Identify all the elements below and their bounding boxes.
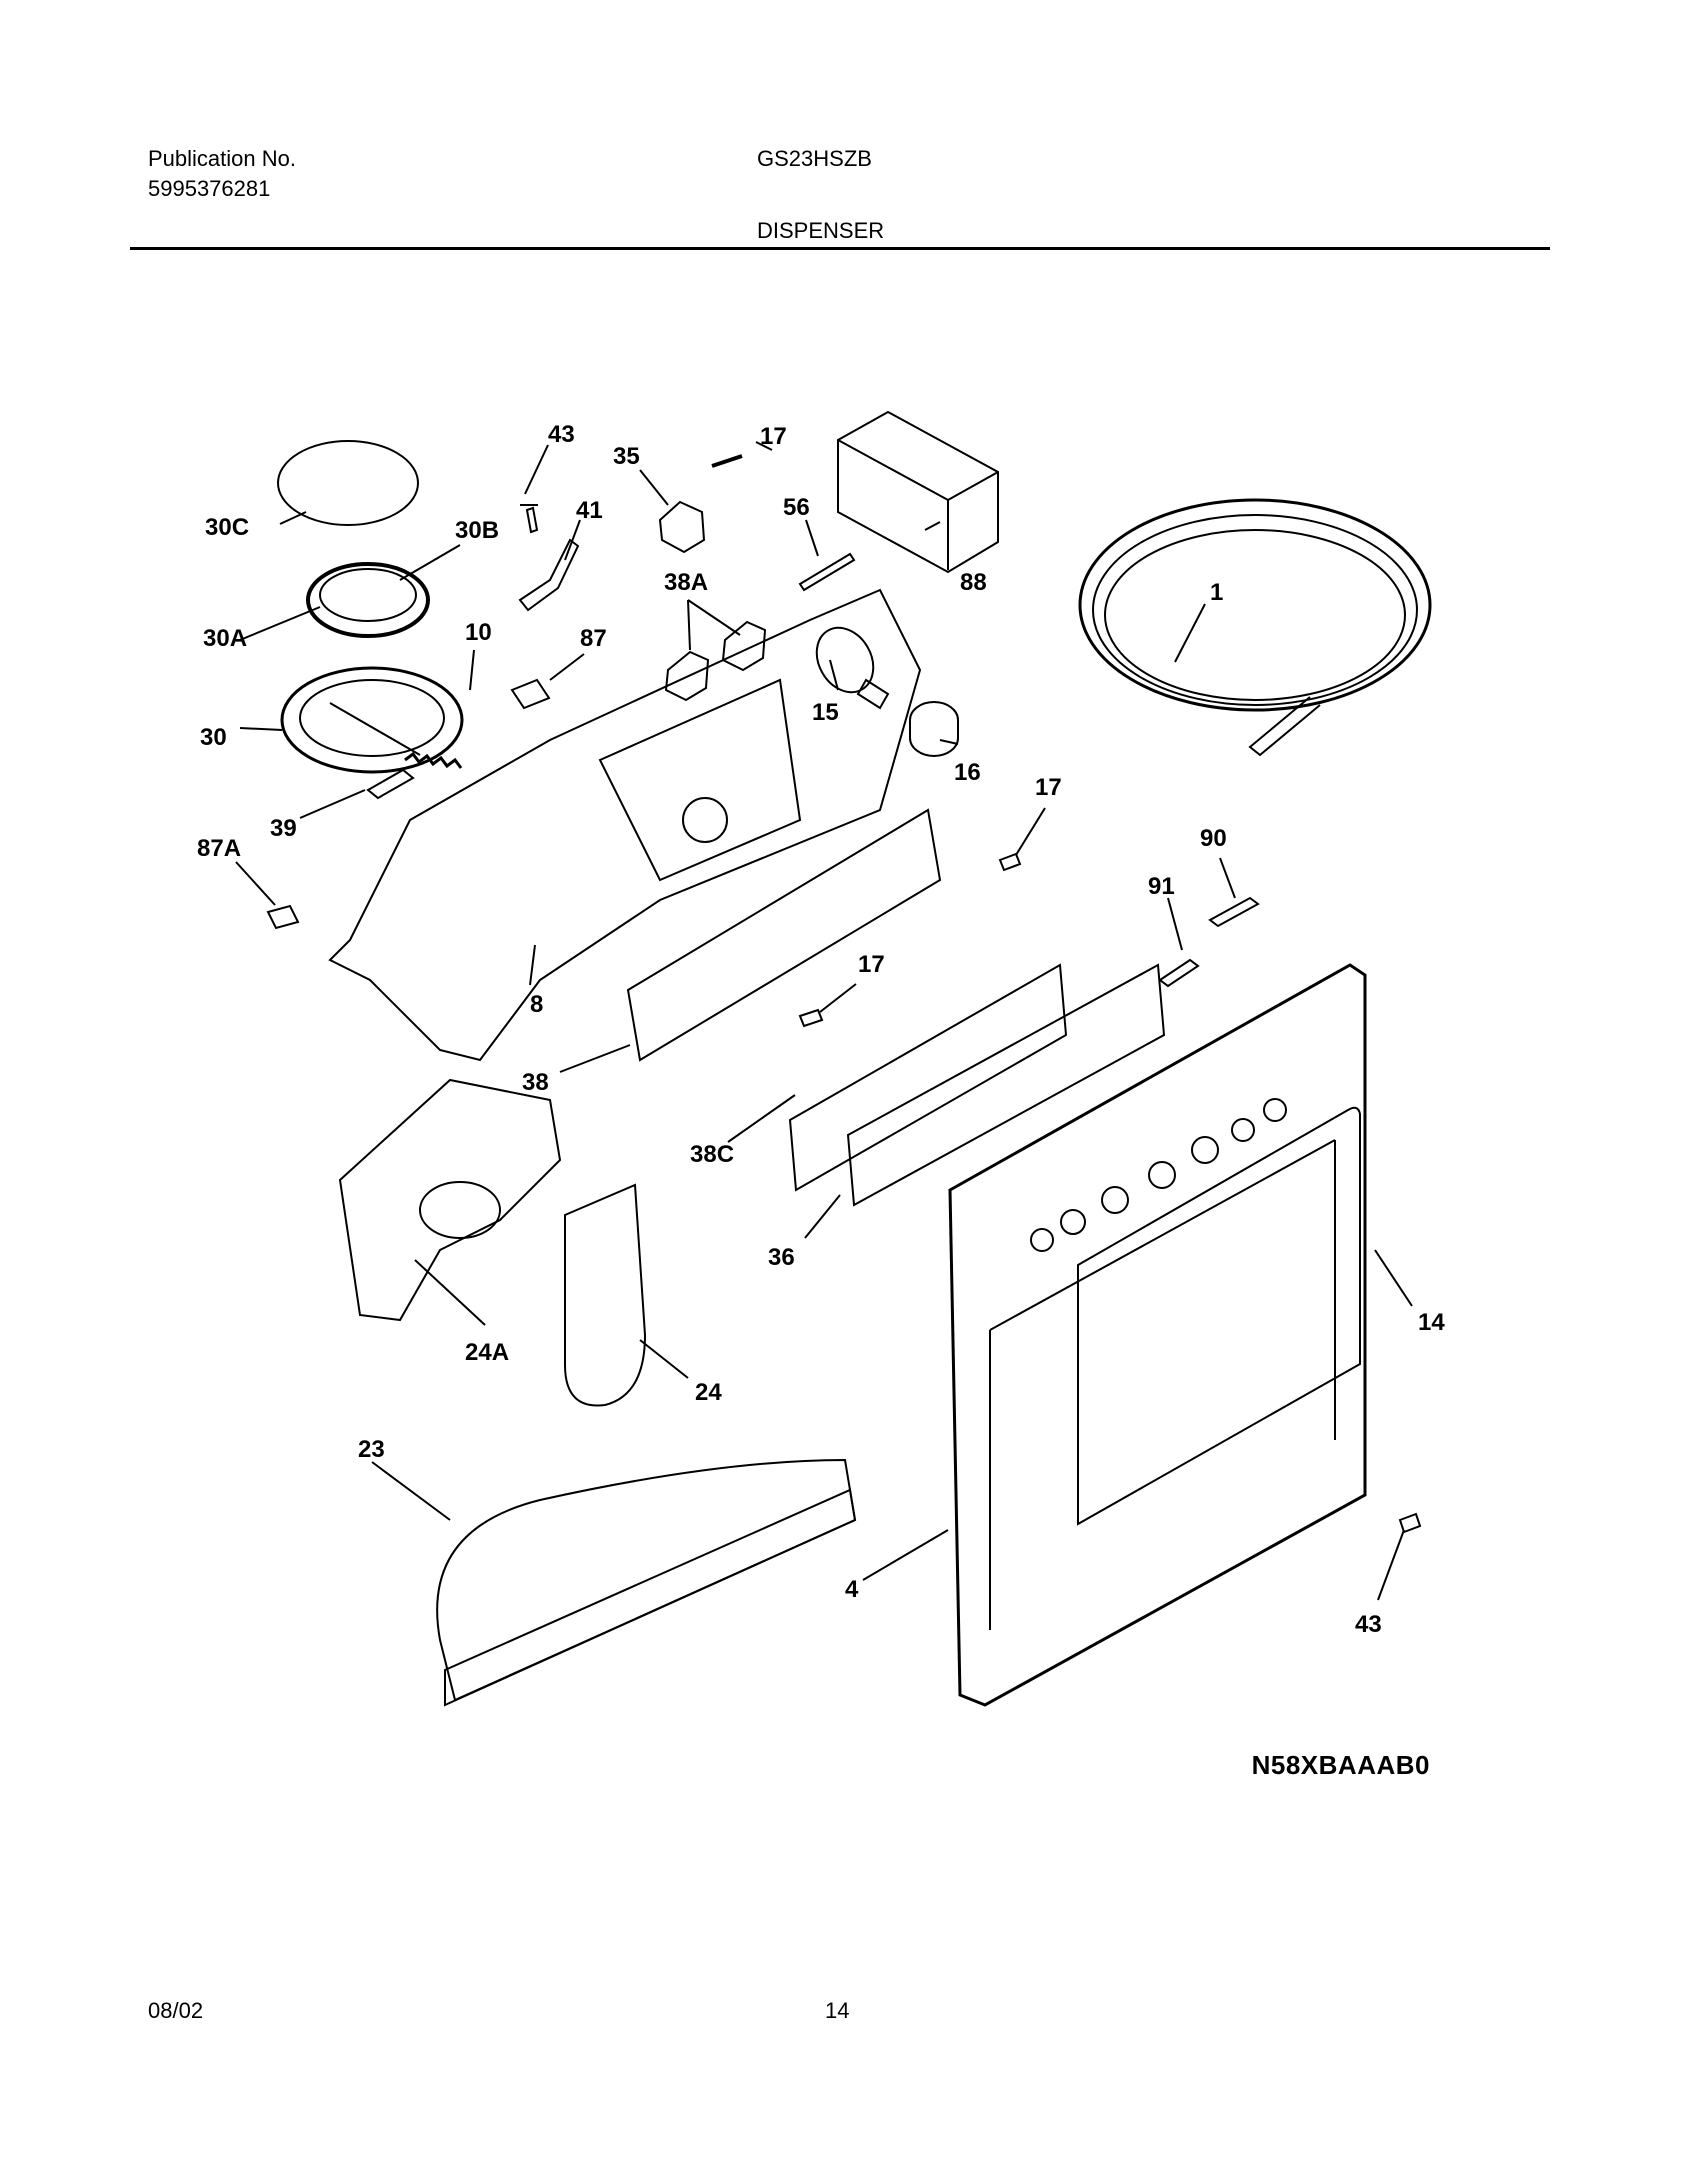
part-35-switch [658, 500, 706, 554]
callout-41: 41 [576, 497, 603, 524]
part-17-screw-lower [798, 1008, 824, 1028]
part-87-bracket [510, 678, 551, 710]
callout-15: 15 [812, 699, 839, 726]
callout-24a: 24A [465, 1339, 509, 1366]
part-30b-ring [319, 568, 417, 622]
callout-38a: 38A [664, 569, 708, 596]
model-number: GS23HSZB [757, 146, 872, 171]
part-36-board [846, 963, 1166, 1207]
callout-38: 38 [522, 1069, 549, 1096]
part-43-screw-top [520, 504, 539, 534]
part-14-panel [1077, 1106, 1361, 1526]
callout-87: 87 [580, 625, 607, 652]
callout-43-top: 43 [548, 421, 575, 448]
part-17-screw-mid [998, 852, 1022, 872]
callout-87a: 87A [197, 835, 241, 862]
part-17-screw-top [711, 454, 743, 468]
callout-39: 39 [270, 815, 297, 842]
callout-36: 36 [768, 1244, 795, 1271]
callout-90: 90 [1200, 825, 1227, 852]
callout-35: 35 [613, 443, 640, 470]
callout-24: 24 [695, 1379, 722, 1406]
part-56-screw [798, 552, 856, 592]
callout-17-top: 17 [760, 423, 787, 450]
part-39-pin [366, 768, 415, 800]
part-88-box [837, 410, 999, 574]
callout-30b: 30B [455, 517, 499, 544]
callout-17-mid: 17 [1035, 774, 1062, 801]
part-90-pin [1208, 896, 1260, 928]
diagram-code: N58XBAAAB0 [1251, 1750, 1430, 1780]
part-87a-clip [266, 904, 300, 930]
callout-30c: 30C [205, 514, 249, 541]
callout-1: 1 [1210, 579, 1223, 606]
callout-8: 8 [530, 991, 543, 1018]
section-title: DISPENSER [757, 218, 885, 243]
part-38a-switch-right [721, 620, 767, 672]
part-43-screw-bottom [1398, 1512, 1422, 1534]
header-rule [130, 247, 1550, 250]
callout-17-lower: 17 [858, 951, 885, 978]
part-4-frame [948, 963, 1367, 1707]
publication-number: 5995376281 [148, 176, 271, 201]
part-8-housing [328, 588, 922, 1062]
part-24a-chute [338, 1078, 562, 1322]
callout-38c: 38C [690, 1141, 734, 1168]
part-23-tray [436, 1458, 857, 1702]
callout-30: 30 [200, 724, 227, 751]
part-41-bracket [518, 538, 580, 612]
part-10-spring [404, 751, 463, 769]
part-30-frame [280, 666, 464, 774]
callout-56: 56 [783, 494, 810, 521]
part-30a-ring [306, 562, 430, 638]
callout-30a: 30A [203, 625, 247, 652]
part-1-tubing [1078, 498, 1432, 712]
part-38a-switch-left [664, 650, 710, 702]
callout-14: 14 [1418, 1309, 1445, 1336]
callout-91: 91 [1148, 873, 1175, 900]
callout-23: 23 [358, 1436, 385, 1463]
part-24-actuator [564, 1183, 647, 1407]
part-91-pin [1158, 958, 1200, 988]
part-38-board [626, 808, 942, 1062]
part-38c-board [788, 963, 1068, 1192]
callout-88: 88 [960, 569, 987, 596]
publication-label: Publication No. [148, 146, 296, 171]
footer-date: 08/02 [148, 1998, 204, 2023]
part-16-socket [909, 701, 959, 757]
footer-page-number: 14 [825, 1998, 850, 2023]
callout-16: 16 [954, 759, 981, 786]
part-30c-lens [277, 440, 419, 526]
callout-4: 4 [845, 1576, 859, 1603]
part-15-bulb [815, 626, 875, 694]
callout-10: 10 [465, 619, 492, 646]
callout-43-bottom: 43 [1355, 1611, 1382, 1638]
